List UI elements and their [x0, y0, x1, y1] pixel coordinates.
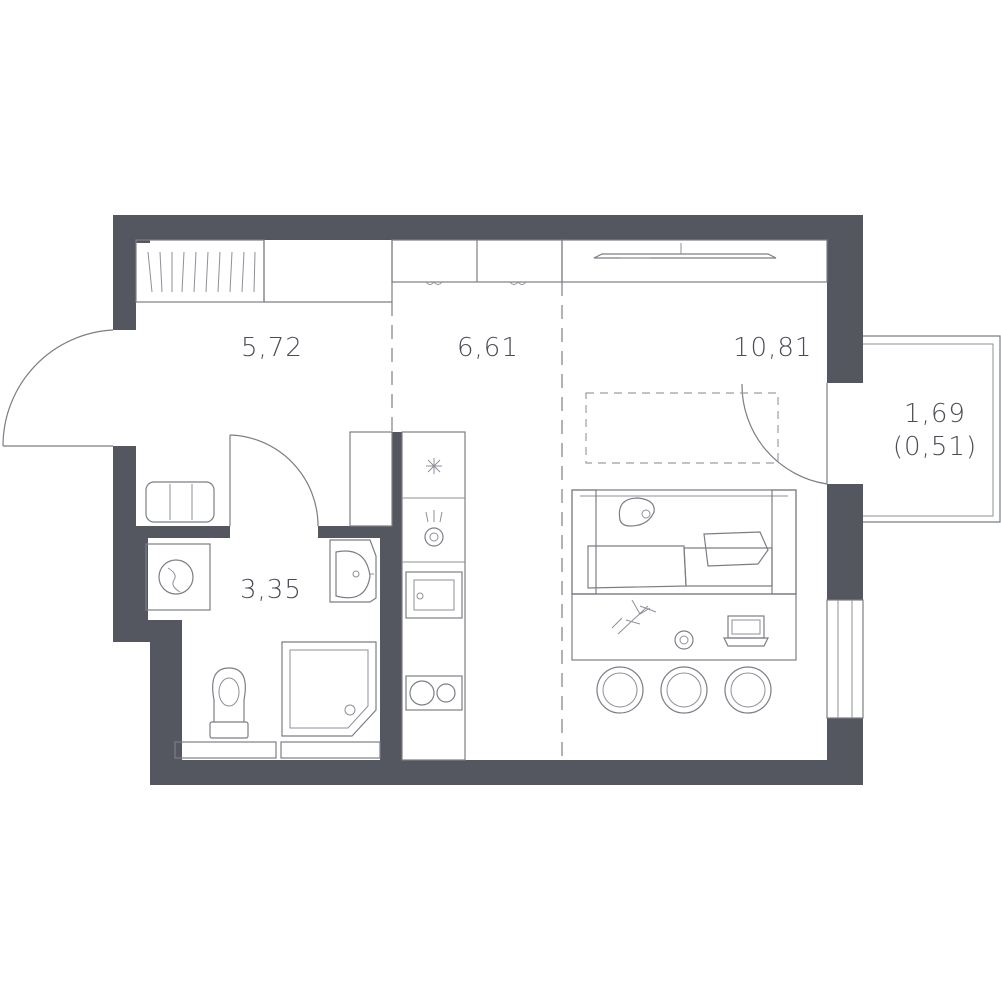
stove-icon [405, 675, 463, 711]
living-area-label: 10,81 [733, 333, 813, 363]
kitchen-cabinets-icon [391, 239, 563, 285]
walls [113, 215, 863, 785]
bathroom-door-icon [229, 434, 319, 527]
zone-dividers [391, 282, 563, 760]
washing-machine-icon [145, 543, 211, 611]
window-icon [826, 599, 864, 719]
kitchen-counter [349, 431, 466, 761]
shower-icon [281, 641, 377, 737]
balcony-area-reduced: (0,51) [892, 431, 978, 462]
balcony-area-label: 1,69 (0,51) [880, 398, 990, 463]
hood-icon [424, 510, 444, 547]
kitchen-area-label: 6,61 [457, 333, 519, 363]
entrance-door-icon [2, 329, 114, 447]
bathroom-area-label: 3,35 [240, 575, 302, 605]
stool-icon [596, 666, 772, 714]
kitchen-sink-icon [405, 571, 463, 619]
plant-icon [611, 599, 657, 635]
chair-icon [145, 481, 215, 523]
cushion-icon [618, 497, 769, 567]
hall-area-label: 5,72 [241, 333, 303, 363]
balcony-door-icon [741, 383, 828, 485]
balcony-outline [863, 335, 1001, 523]
sink-icon [329, 539, 377, 603]
fridge-icon [426, 458, 442, 474]
tv-icon [561, 239, 828, 283]
sofa-icon [571, 489, 797, 595]
bathroom-bottom-wall-detail [174, 741, 381, 759]
coffee-table-icon [571, 593, 797, 661]
balcony-area: 1,69 [904, 399, 966, 429]
laptop-icon [723, 615, 769, 647]
toilet-icon [209, 667, 249, 739]
clock-icon [674, 630, 694, 650]
carpet [585, 392, 779, 464]
wardrobe-icon [135, 239, 393, 303]
